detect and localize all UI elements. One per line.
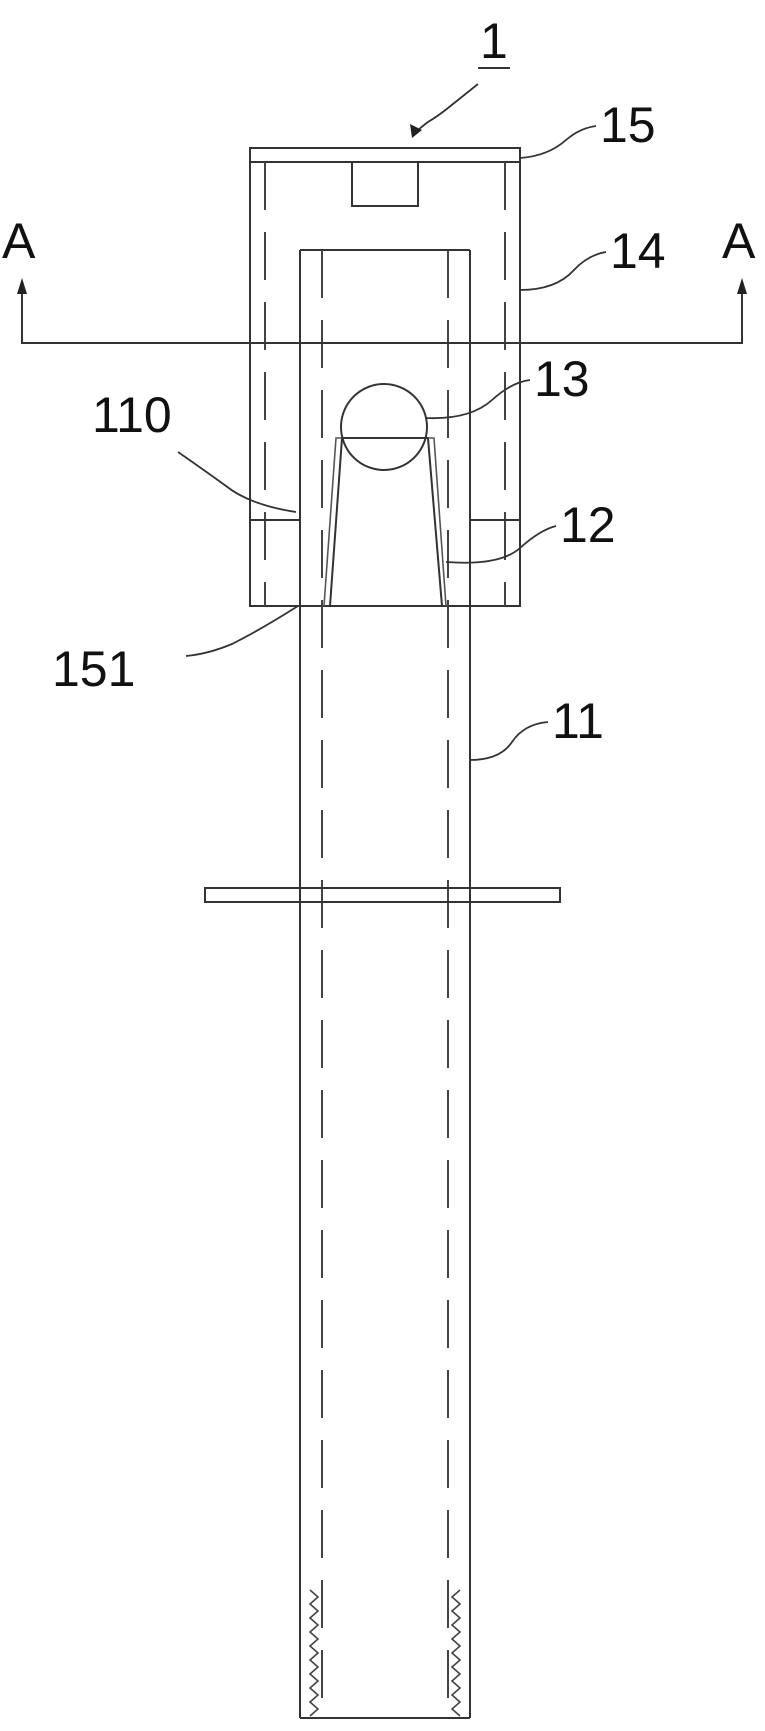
- ball: [340, 383, 428, 471]
- label-assembly: 1: [480, 13, 508, 69]
- threads: [308, 1589, 462, 1717]
- leader-lines: [177, 83, 607, 761]
- label-bottom-opening: 151: [52, 641, 135, 697]
- label-ball: 13: [534, 351, 590, 407]
- flange-plate: [204, 887, 561, 903]
- label-cone: 12: [560, 497, 616, 553]
- cone-seat: [323, 437, 447, 607]
- tube: [299, 249, 471, 1719]
- label-section-left: A: [2, 213, 36, 269]
- reference-labels: 1 15 A 14 A 13 110 12 151 11: [2, 13, 756, 749]
- label-tube: 11: [552, 693, 604, 749]
- label-section-right: A: [722, 213, 756, 269]
- housing: [249, 147, 521, 607]
- label-housing: 14: [610, 223, 666, 279]
- label-inner-ring: 110: [92, 387, 172, 443]
- section-line-a-a: [17, 278, 747, 344]
- label-cap: 15: [600, 97, 656, 153]
